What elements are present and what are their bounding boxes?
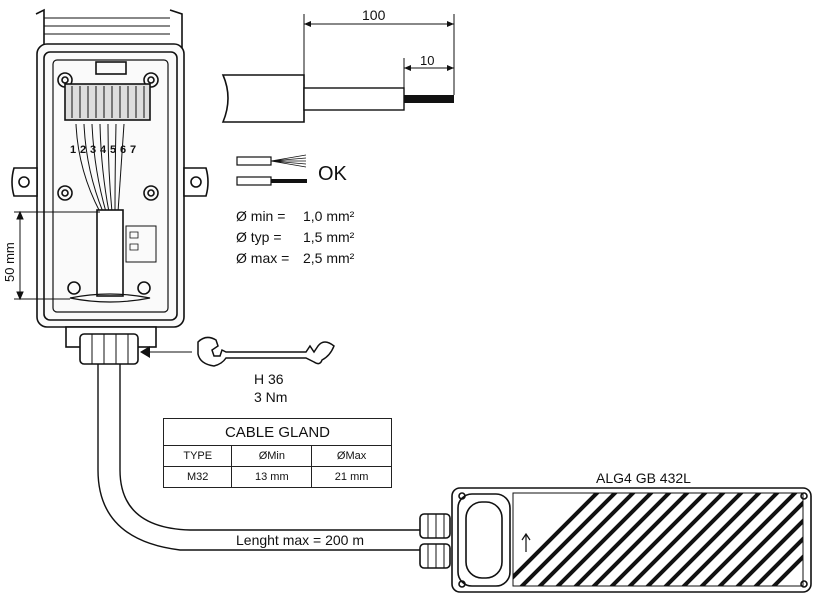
terminal-numbers: 1 2 3 4 5 6 7 xyxy=(70,144,136,156)
spec-min-label: Ø min = xyxy=(236,208,285,224)
terminal-number: 2 xyxy=(80,144,86,156)
table-cell-type: M32 xyxy=(162,466,233,488)
wire-specs: Ø min = 1,0 mm² Ø typ = 1,5 mm² Ø max = … xyxy=(236,208,355,266)
strip-length-drawing xyxy=(221,14,455,123)
device-model-label: ALG4 GB 432L xyxy=(596,470,691,486)
cable xyxy=(97,364,420,551)
spec-min-value: 1,0 mm² xyxy=(303,208,355,224)
ok-label: OK xyxy=(318,163,348,185)
cable-gland-title: CABLE GLAND xyxy=(163,418,392,446)
terminal-number: 3 xyxy=(90,144,96,156)
wrench-torque-label: 3 Nm xyxy=(254,389,287,405)
wire-ok-illustration xyxy=(236,154,307,186)
height-dimension xyxy=(14,210,100,301)
spec-max-value: 2,5 mm² xyxy=(303,250,355,266)
cable-length-label: Lenght max = 200 m xyxy=(236,532,364,548)
spec-typ-value: 1,5 mm² xyxy=(303,229,355,245)
table-cell-max: 21 mm xyxy=(311,466,392,488)
junction-box xyxy=(11,8,209,365)
terminal-number: 1 xyxy=(70,144,76,156)
table-row: M32 13 mm 21 mm xyxy=(162,466,392,488)
table-header-max: ØMax xyxy=(311,445,392,467)
gland-pointer-arrow xyxy=(140,346,150,358)
strip-total-label: 100 xyxy=(362,7,386,23)
spec-max-label: Ø max = xyxy=(236,250,289,266)
strip-wire-label: 10 xyxy=(420,53,434,68)
device-unit xyxy=(419,487,812,593)
table-cell-min: 13 mm xyxy=(231,466,313,488)
terminal-number: 5 xyxy=(110,144,116,156)
wrench-icon xyxy=(197,336,335,367)
spec-typ-label: Ø typ = xyxy=(236,229,282,245)
terminal-number: 4 xyxy=(100,144,107,156)
terminal-number: 7 xyxy=(130,144,136,156)
terminal-number: 6 xyxy=(120,144,126,156)
table-header-min: ØMin xyxy=(231,445,313,467)
wrench-size-label: H 36 xyxy=(254,371,284,387)
height-dimension-label: 50 mm xyxy=(2,242,17,282)
cable-gland-table: CABLE GLAND TYPE ØMin ØMax M32 13 mm 21 … xyxy=(162,418,392,488)
table-header-type: TYPE xyxy=(162,445,233,467)
